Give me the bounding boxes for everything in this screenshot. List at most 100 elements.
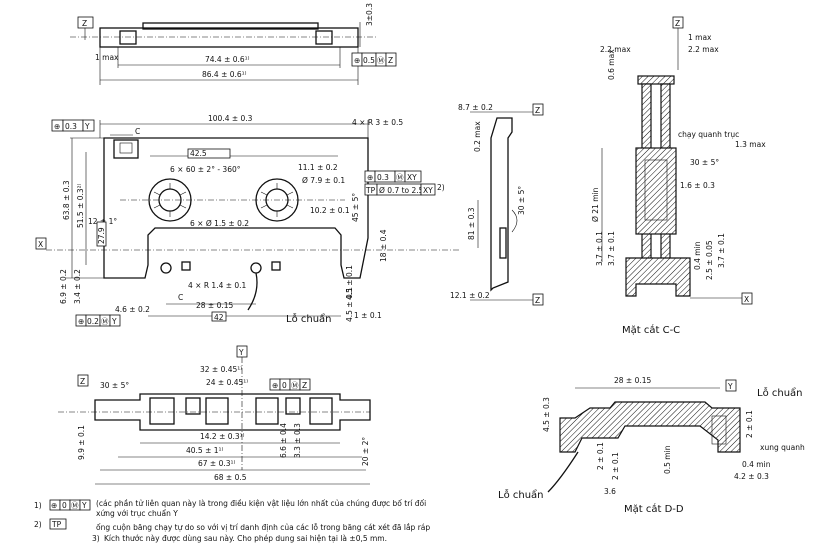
dim-angle: 6 × 60 ± 2° - 360° bbox=[170, 165, 241, 174]
svg-text:0.3: 0.3 bbox=[377, 173, 389, 182]
svg-text:Y: Y bbox=[111, 317, 117, 326]
note-3-text: Kích thước này được dùng sau này. Cho ph… bbox=[104, 534, 387, 543]
dd-profile bbox=[559, 401, 741, 453]
top-tol-frame: ⊕ 0.5 Ⓜ Z bbox=[351, 52, 397, 67]
side-body bbox=[490, 117, 513, 292]
bv-dim-40-5: 40.5 ± 1¹⁾ bbox=[186, 446, 224, 455]
dim-42-5: 42.5 bbox=[190, 149, 207, 158]
reel-spokes bbox=[153, 183, 294, 217]
svg-text:0.5: 0.5 bbox=[363, 56, 375, 65]
svg-text:Y: Y bbox=[238, 348, 244, 357]
dim-outer-length: 86.4 ± 0.6¹⁾ bbox=[202, 70, 247, 79]
dim-3-4: 3.4 ± 0.2 bbox=[73, 269, 82, 304]
bv-tol-frame: ⊕ 0 Ⓜ Z bbox=[269, 378, 311, 391]
svg-text:Ⓜ: Ⓜ bbox=[291, 381, 299, 390]
top-ridge bbox=[142, 22, 319, 30]
note-1-text: (các phần tử liên quan này là trong điều… bbox=[96, 499, 427, 518]
dim-1: 1 ± 0.1 bbox=[354, 311, 382, 320]
dim-corner: 4 × R 3 ± 0.5 bbox=[352, 118, 403, 127]
label-c-bottom: C bbox=[178, 293, 183, 302]
svg-text:0.2: 0.2 bbox=[87, 317, 99, 326]
right-ref-hole bbox=[250, 262, 262, 274]
bv-dim-3-3: 3.3 ± 0.3 bbox=[293, 423, 302, 458]
dim-11-1: 11.1 ± 0.2 bbox=[298, 163, 338, 172]
svg-text:0.3: 0.3 bbox=[65, 122, 77, 131]
svg-text:Ⓜ: Ⓜ bbox=[377, 56, 385, 65]
dim-4xr: 4 × R 1.4 ± 0.1 bbox=[188, 281, 247, 290]
dim-51-5: 51.5 ± 0.3²⁾ bbox=[76, 183, 85, 228]
section-cc: Z 1 max 2.2 max 2.2 max 0.6 max chạy qua… bbox=[591, 16, 766, 336]
dim-1max: 1 max bbox=[95, 53, 119, 62]
footnotes: 1) ⊕ 0 Ⓜ Y (các phần tử liên quan này là… bbox=[34, 499, 430, 543]
svg-text:Z: Z bbox=[302, 381, 307, 390]
bv-dim-67: 67 ± 0.3¹⁾ bbox=[198, 459, 236, 468]
svg-text:TP: TP bbox=[365, 186, 376, 195]
bottom-view: Y Z 30 ± 5° 32 ± 0.45¹⁾ 24 ± 0.45¹⁾ ⊕ 0 … bbox=[58, 345, 371, 485]
svg-text:⊕: ⊕ bbox=[367, 173, 373, 182]
bv-dim-20: 20 ± 2° bbox=[361, 437, 370, 466]
datum-x-box-left bbox=[35, 237, 47, 250]
dim-28: 28 ± 0.15 bbox=[196, 301, 234, 310]
svg-text:2): 2) bbox=[437, 183, 445, 192]
svg-text:XY: XY bbox=[407, 173, 417, 182]
svg-text:⊕: ⊕ bbox=[272, 381, 278, 390]
ref-hole-label: Lỗ chuẩn bbox=[286, 312, 332, 325]
section-dd: 28 ± 0.15 Y Lỗ chuẩn 4.5 ± 0.3 2 ± 0.1 2… bbox=[498, 376, 805, 515]
top-body bbox=[99, 27, 359, 48]
dim-42: 42 bbox=[214, 313, 224, 322]
front-tol-bottom: ⊕ 0.2 Ⓜ Y bbox=[75, 314, 121, 327]
dim-45: 45 ± 5° bbox=[351, 193, 360, 222]
front-tol-hole: ⊕ 0.3 Ⓜ XY bbox=[364, 170, 422, 183]
dd-ref-bottom: Lỗ chuẩn bbox=[498, 488, 544, 501]
note-2-text: ống cuộn băng chạy tự do so với vị trí d… bbox=[96, 523, 430, 532]
front-tol-top: ⊕ 0.3 Y bbox=[51, 119, 95, 132]
dd-dim-0-4: 0.4 min bbox=[742, 460, 771, 469]
label-c-top: C bbox=[135, 127, 140, 136]
dim-4-5b: 4.5 ± 0.1 bbox=[345, 287, 354, 322]
side-dim-81: 81 ± 0.3 bbox=[467, 207, 476, 240]
cc-datum-x bbox=[741, 292, 753, 305]
top-left-hole-inner bbox=[119, 142, 133, 154]
bv-body bbox=[94, 393, 371, 431]
cc-dim-2-2a: 2.2 max bbox=[600, 45, 631, 54]
side-view: 8.7 ± 0.2 Z 0.2 max 81 ± 0.3 30 ± 5° 12.… bbox=[450, 103, 544, 306]
bv-datum-z bbox=[77, 374, 89, 387]
cc-dim-0-6: 0.6 max bbox=[607, 49, 616, 80]
dim-4-5a: 4.5 ± 0.1 bbox=[345, 265, 354, 300]
cc-dim-2-2b: 2.2 max bbox=[688, 45, 719, 54]
dim-12: 12 ± 1° bbox=[88, 217, 117, 226]
cc-dim-2-5: 2.5 ± 0.05 bbox=[705, 240, 714, 280]
svg-text:Ø 0.7 to 2.5: Ø 0.7 to 2.5 bbox=[379, 186, 424, 195]
svg-text:0: 0 bbox=[282, 381, 287, 390]
svg-text:⊕: ⊕ bbox=[51, 501, 57, 510]
side-datum-z-top bbox=[532, 103, 544, 116]
datum-x-left: X bbox=[38, 240, 43, 249]
dim-spokes: 6 × Ø 1.5 ± 0.2 bbox=[190, 219, 249, 228]
bv-dim-30: 30 ± 5° bbox=[100, 381, 129, 390]
svg-text:⊕: ⊕ bbox=[78, 317, 84, 326]
side-dim-30: 30 ± 5° bbox=[517, 186, 526, 215]
dd-dim-0-5: 0.5 min bbox=[663, 445, 672, 474]
datum-z-label: Z bbox=[82, 19, 87, 28]
dim-height: 3±0.3 bbox=[365, 3, 374, 26]
bv-dim-14-2: 14.2 ± 0.3¹⁾ bbox=[200, 432, 245, 441]
svg-text:Z: Z bbox=[535, 106, 540, 115]
dim-6-9: 6.9 ± 0.2 bbox=[59, 269, 68, 304]
side-dim-0-2: 0.2 max bbox=[473, 121, 482, 152]
side-window bbox=[499, 227, 507, 259]
dd-title: Mặt cắt D-D bbox=[624, 502, 684, 515]
cc-dim-1-6: 1.6 ± 0.3 bbox=[680, 181, 715, 190]
ref-leader bbox=[247, 272, 258, 311]
side-dim-12-1: 12.1 ± 0.2 bbox=[450, 291, 490, 300]
bv-dim-24: 24 ± 0.45¹⁾ bbox=[206, 378, 248, 387]
dd-dim-2-1: 2 ± 0.1 bbox=[596, 442, 605, 470]
dim-27-9: 27.9 bbox=[97, 227, 106, 244]
svg-text:Y: Y bbox=[81, 501, 87, 510]
svg-text:Ⓜ: Ⓜ bbox=[101, 317, 109, 326]
dd-note-around: xung quanh bbox=[760, 443, 805, 452]
note-2-marker: 2) bbox=[34, 520, 42, 529]
cc-dim-3-7a: 3.7 ± 0.1 bbox=[595, 231, 604, 266]
cassette-outline bbox=[103, 137, 369, 279]
note-3-marker: 3) bbox=[92, 534, 100, 543]
